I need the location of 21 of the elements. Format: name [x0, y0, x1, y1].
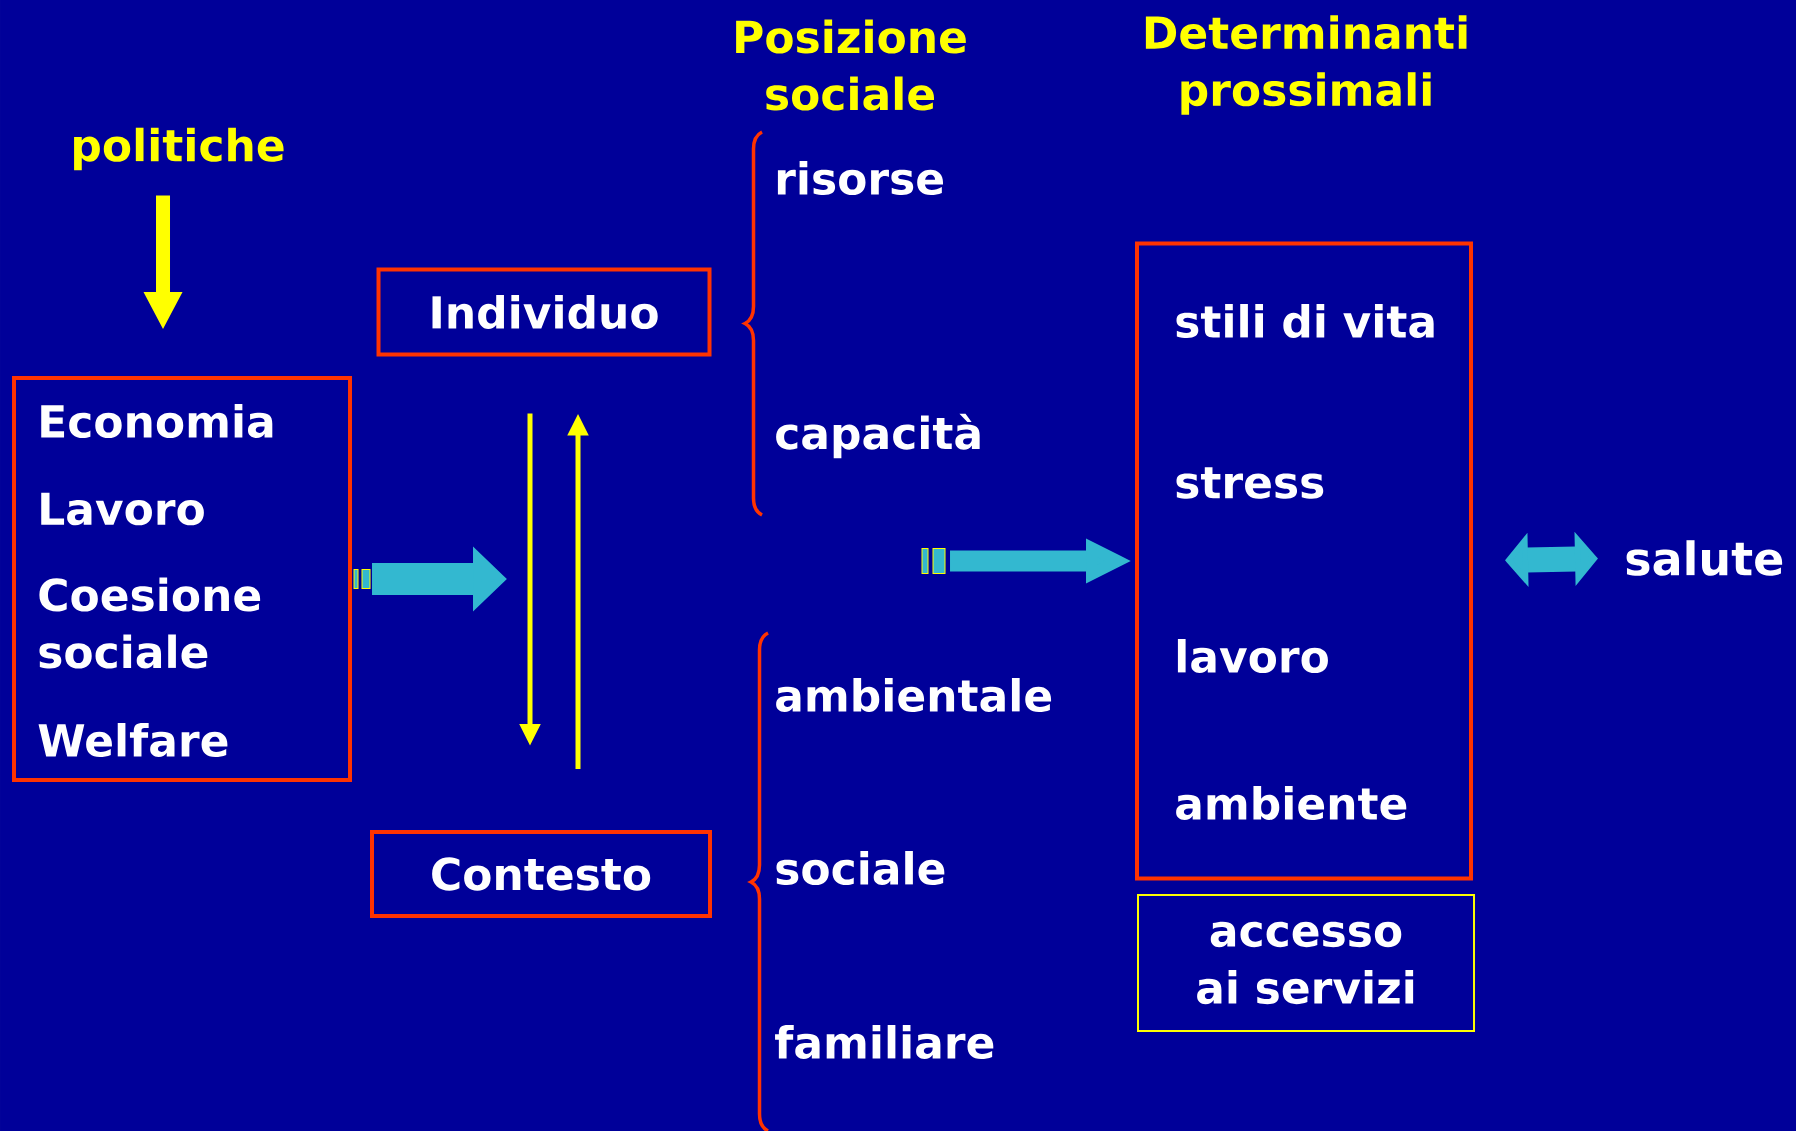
text-box: accesso ai servizi [1137, 894, 1475, 1032]
label-text: politiche [74, 127, 284, 171]
heading: Posizione sociale [736, 19, 966, 111]
text-box: Individuo [376, 267, 712, 357]
text-box: Contesto [370, 830, 712, 918]
label-text: sociale [776, 851, 945, 886]
label-text: familiare [775, 1025, 994, 1060]
list-item: Coesione sociale [39, 577, 261, 669]
list-item: ambiente [1176, 786, 1407, 821]
list-item: Lavoro [41, 492, 204, 526]
list-item: Welfare [38, 723, 228, 758]
label-text: salute [1626, 540, 1783, 576]
heading: Determinanti prossimali [1145, 15, 1467, 115]
label-text: ambientale [776, 678, 1052, 713]
label-text: capacità [776, 413, 980, 459]
arrow [1505, 531, 1598, 587]
list-item: stili di vita [1176, 304, 1434, 339]
list-item: Economia [41, 404, 273, 439]
list-item: lavoro [1177, 639, 1328, 674]
list-item: stress [1176, 467, 1324, 499]
label-text: risorse [777, 161, 943, 196]
